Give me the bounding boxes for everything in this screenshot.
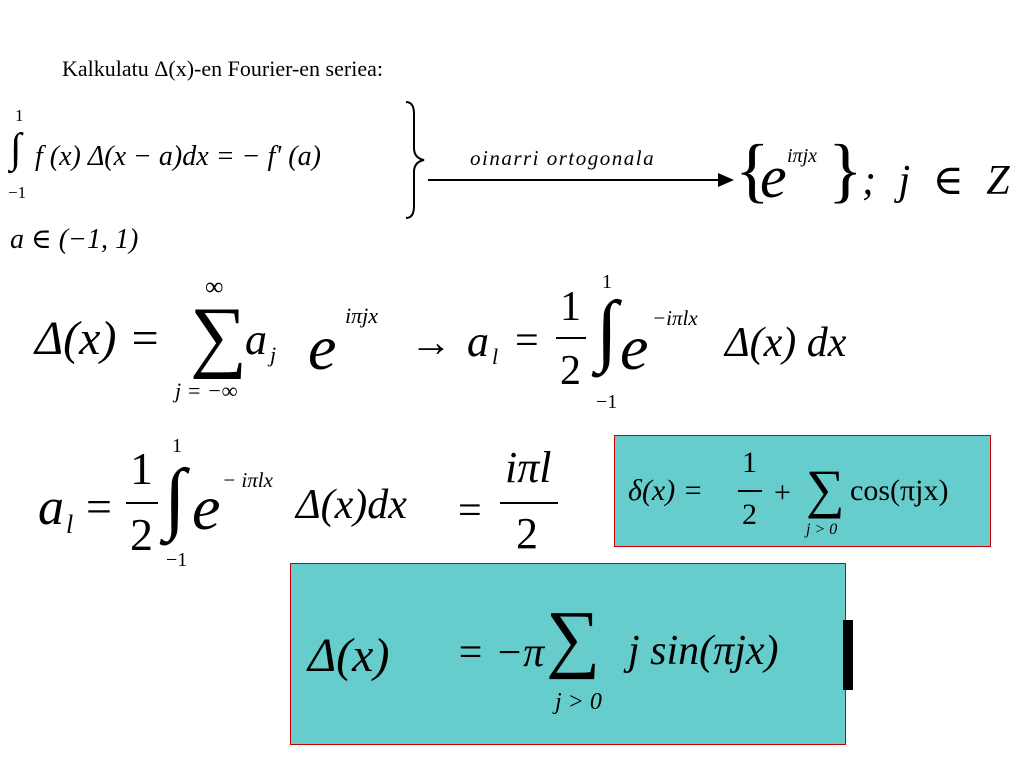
int-tail: Δ(x) dx xyxy=(725,320,847,366)
basis-close-brace: } xyxy=(828,130,863,210)
delta-tail: cos(πjx) xyxy=(850,474,949,507)
series-exponential: e xyxy=(308,312,337,383)
sum-lower: j = −∞ xyxy=(175,378,238,403)
result-sum-lower: j > 0 xyxy=(555,689,602,715)
delta-frac-bar xyxy=(738,490,762,492)
al-subscript: l xyxy=(492,344,499,369)
result-bar xyxy=(500,502,558,504)
delta-plus: + xyxy=(774,476,791,509)
basis-exponent: iπjx xyxy=(787,145,818,167)
frac-denominator: 2 xyxy=(560,348,581,394)
coef-int-lower: −1 xyxy=(166,549,188,571)
title: Kalkulatu Δ(x)-en Fourier-en seriea: xyxy=(62,56,383,81)
domain: a ∈ (−1, 1) xyxy=(10,224,139,255)
int-lower: −1 xyxy=(596,391,618,413)
result-box-shadow-bar xyxy=(843,620,853,690)
coef-exponent: − iπlx xyxy=(222,468,273,492)
delta-frac-denominator: 2 xyxy=(742,498,757,531)
delta-sum-lower: j > 0 xyxy=(806,521,838,538)
basis-open-brace: { xyxy=(735,130,770,210)
coef-int-sign: ∫ xyxy=(164,454,186,542)
coef-al: a xyxy=(38,479,64,536)
int-upper: 1 xyxy=(602,271,612,293)
sum-sign: ∑ xyxy=(190,292,248,380)
result-box xyxy=(290,563,846,745)
coef-equals-2: = xyxy=(458,488,482,534)
result-lhs: Δ(x) xyxy=(308,629,390,682)
coef-int-upper: 1 xyxy=(172,435,182,457)
delta-sum-sign: ∑ xyxy=(806,459,845,519)
result-tail: j sin(πjx) xyxy=(628,628,779,674)
result-sum-sign: ∑ xyxy=(546,596,601,680)
coef-al-subscript: l xyxy=(66,510,74,539)
coef-exponential: e xyxy=(192,472,221,543)
al-equals: = xyxy=(515,318,539,364)
int-exponent: −iπlx xyxy=(652,306,698,330)
coef-frac-bar xyxy=(126,502,158,504)
series-lhs: Δ(x) = xyxy=(35,312,161,365)
arrow-label: oinarri ortogonala xyxy=(470,146,656,170)
result-denominator: 2 xyxy=(516,509,538,558)
coef-frac-numerator: 1 xyxy=(130,443,153,494)
right-brace xyxy=(405,101,425,219)
coef-subscript: j xyxy=(270,342,277,367)
basis-tail: ; j ∈ Z xyxy=(862,158,1010,204)
delta-frac-numerator: 1 xyxy=(742,446,757,479)
coef-frac-denominator: 2 xyxy=(130,509,153,560)
delta-lhs: δ(x) = xyxy=(628,474,703,507)
integrand: f (x) Δ(x − a)dx = − f' (a) xyxy=(35,141,321,172)
coef-equals: = xyxy=(86,481,112,532)
integral-lower-limit: −1 xyxy=(8,183,27,202)
int-exponential: e xyxy=(620,312,649,383)
arrow xyxy=(428,173,734,187)
integral-sign: ∫ xyxy=(10,126,22,172)
al: a xyxy=(467,317,489,366)
result-eq: = −π xyxy=(456,630,545,676)
result-numerator: iπl xyxy=(505,443,552,492)
basis-exponential: e xyxy=(760,144,787,210)
series-exponent: iπjx xyxy=(345,303,379,328)
delta-series-box xyxy=(614,435,991,547)
series-arrow: → xyxy=(410,320,452,366)
integral-upper-limit: 1 xyxy=(15,106,24,125)
int-sign: ∫ xyxy=(596,286,618,374)
frac-numerator: 1 xyxy=(560,284,581,330)
coef-a: a xyxy=(245,315,267,364)
coef-tail: Δ(x)dx xyxy=(296,482,407,528)
frac-bar xyxy=(556,337,586,339)
sum-upper: ∞ xyxy=(205,272,224,301)
